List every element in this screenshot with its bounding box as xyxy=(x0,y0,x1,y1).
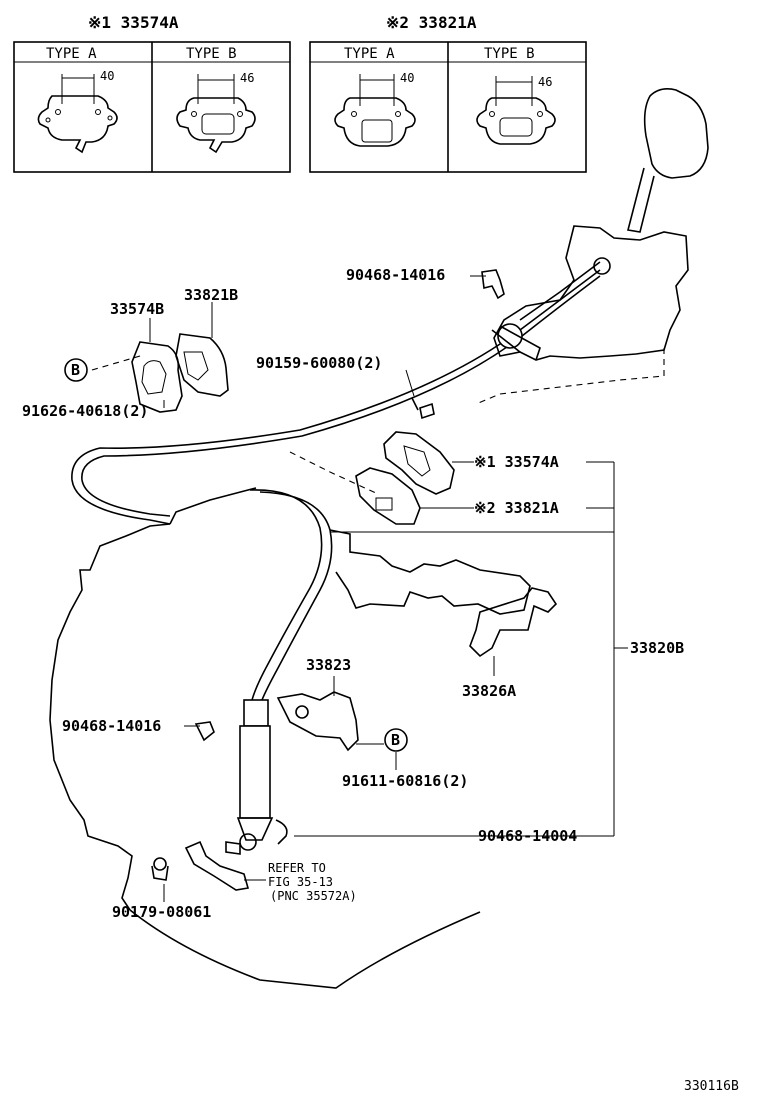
gasket-type-b-icon: 46 xyxy=(176,71,256,154)
part-clip-top xyxy=(481,269,505,300)
dim-40-label-2: 40 xyxy=(400,71,414,85)
part-33574B-gasket xyxy=(131,341,183,413)
label-refer-line3: (PNC 35572A) xyxy=(270,889,357,903)
label-33574A: ※1 33574A xyxy=(474,453,559,471)
circle-b-marker-1: B xyxy=(64,358,88,382)
type-b-label: TYPE B xyxy=(186,46,237,62)
label-91626-40618: 91626-40618(2) xyxy=(22,402,148,420)
header-left-title: ※1 33574A xyxy=(88,13,179,32)
part-33574A-gasket xyxy=(383,431,455,495)
type-a-label-2: TYPE A xyxy=(344,46,395,62)
gasket-type-a-icon: 40 xyxy=(37,69,118,154)
shift-knob-icon xyxy=(643,88,709,179)
shift-cable xyxy=(71,261,601,855)
dim-46-label-2: 46 xyxy=(538,75,552,89)
circle-b-marker-2: B xyxy=(384,728,408,752)
label-33574B: 33574B xyxy=(110,300,164,318)
label-refer-line1: REFER TO xyxy=(268,861,326,875)
label-90468-14016-mid: 90468-14016 xyxy=(62,717,161,735)
shift-lever-rod xyxy=(627,167,655,233)
shifter-housing xyxy=(493,225,689,361)
header-left-group: ※1 33574A TYPE A TYPE B 40 46 xyxy=(13,13,291,173)
part-lever-35572A xyxy=(184,840,250,891)
part-clip-mid xyxy=(194,721,215,742)
label-90159-60080: 90159-60080(2) xyxy=(256,354,382,372)
header-right-group: ※2 33821A TYPE A TYPE B 40 46 xyxy=(309,13,587,173)
part-33823-bracket xyxy=(276,691,359,752)
transmission-outline xyxy=(49,487,531,989)
part-bolt-90159 xyxy=(411,397,435,420)
circle-b-label-2: B xyxy=(391,731,400,749)
dim-46-label-1: 46 xyxy=(240,71,254,85)
leader-lines xyxy=(91,275,628,902)
label-33820B: 33820B xyxy=(630,639,684,657)
cable-sleeve xyxy=(239,725,271,819)
circle-b-label-1: B xyxy=(71,361,80,379)
type-b-label-2: TYPE B xyxy=(484,46,535,62)
label-33821A: ※2 33821A xyxy=(474,499,559,517)
dim-40-label-1: 40 xyxy=(100,69,114,83)
label-90468-14016-top: 90468-14016 xyxy=(346,266,445,284)
label-90179-08061: 90179-08061 xyxy=(112,903,211,921)
figure-id: 330116B xyxy=(684,1079,739,1094)
part-pin-90468-14004 xyxy=(275,819,288,845)
gasket-type-a-2-icon: 40 xyxy=(334,71,416,147)
part-labels: 90468-14016 33574B 33821B 90159-60080(2)… xyxy=(22,266,684,921)
part-33826A-bracket xyxy=(469,587,558,658)
label-33823: 33823 xyxy=(306,656,351,674)
label-90468-14004: 90468-14004 xyxy=(478,827,577,845)
cable-end-fitting xyxy=(243,699,269,727)
label-91611-60816: 91611-60816(2) xyxy=(342,772,468,790)
gasket-type-b-2-icon: 46 xyxy=(476,75,556,145)
label-33826A: 33826A xyxy=(462,682,516,700)
part-nut-90179 xyxy=(151,857,169,881)
type-a-label: TYPE A xyxy=(46,46,97,62)
label-33821B: 33821B xyxy=(184,286,238,304)
part-33821A-gasket xyxy=(355,467,421,525)
header-right-title: ※2 33821A xyxy=(386,13,477,32)
part-33821B-gasket xyxy=(175,333,229,397)
label-refer-line2: FIG 35-13 xyxy=(268,875,333,889)
